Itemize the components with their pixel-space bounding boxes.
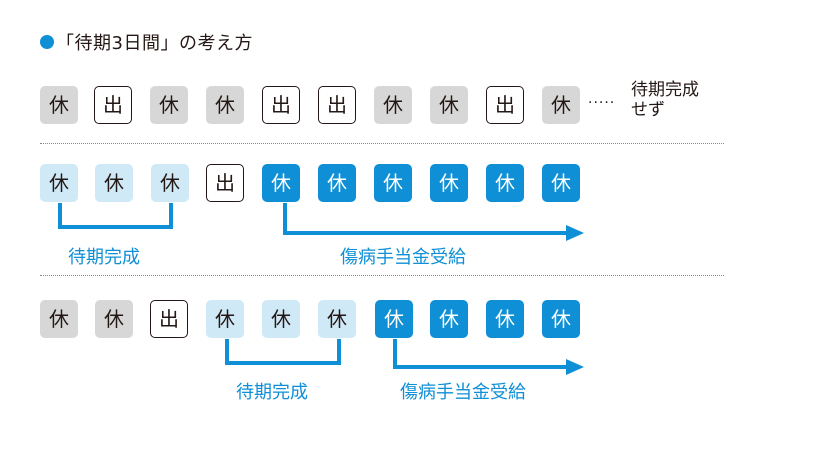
day-box-benefit: 休 <box>542 300 580 338</box>
note-line-2: せず <box>631 100 665 120</box>
day-box-work: 出 <box>94 86 132 124</box>
arrow-head-icon <box>566 359 584 375</box>
arrow-head-icon <box>566 225 584 241</box>
waiting-completed-label: 待期完成 <box>68 247 140 268</box>
day-box-work: 出 <box>486 86 524 124</box>
note-line-1: 待期完成 <box>631 80 699 100</box>
day-box-rest: 休 <box>430 86 468 124</box>
day-box-waiting: 休 <box>206 300 244 338</box>
not-completed-note: 待期完成 せず <box>631 80 699 120</box>
day-box-rest: 休 <box>206 86 244 124</box>
day-box-benefit: 休 <box>374 164 412 202</box>
benefit-arrow-line <box>393 339 568 369</box>
title-text: 「待期3日間」の考え方 <box>56 33 253 54</box>
day-box-work: 出 <box>262 86 300 124</box>
day-box-waiting: 休 <box>40 164 78 202</box>
day-box-rest: 休 <box>40 86 78 124</box>
day-box-work: 出 <box>318 86 356 124</box>
waiting-bracket <box>58 203 173 229</box>
day-box-waiting: 休 <box>318 300 356 338</box>
day-box-benefit: 休 <box>486 300 524 338</box>
day-box-benefit: 休 <box>430 300 468 338</box>
day-box-waiting: 休 <box>262 300 300 338</box>
bullet-dot-icon <box>40 35 54 49</box>
dotted-divider <box>40 275 724 276</box>
day-box-benefit: 休 <box>486 164 524 202</box>
day-box-work: 出 <box>206 164 244 202</box>
day-box-benefit: 休 <box>375 300 413 338</box>
day-box-waiting: 休 <box>151 164 189 202</box>
day-box-benefit: 休 <box>542 164 580 202</box>
day-box-benefit: 休 <box>318 164 356 202</box>
day-box-rest: 休 <box>95 300 133 338</box>
benefit-label: 傷病手当金受給 <box>400 382 526 403</box>
waiting-completed-label: 待期完成 <box>236 382 308 403</box>
benefit-label: 傷病手当金受給 <box>340 247 466 268</box>
day-box-rest: 休 <box>150 86 188 124</box>
waiting-bracket <box>225 339 341 365</box>
day-box-benefit: 休 <box>430 164 468 202</box>
day-box-work: 出 <box>150 300 188 338</box>
day-box-rest: 休 <box>40 300 78 338</box>
diagram-title: 「待期3日間」の考え方 <box>40 31 253 54</box>
dotted-divider <box>40 143 724 144</box>
continuation-dots: ····· <box>588 95 616 111</box>
day-box-rest: 休 <box>374 86 412 124</box>
day-box-rest: 休 <box>542 86 580 124</box>
benefit-arrow-line <box>283 203 568 235</box>
day-box-benefit: 休 <box>262 164 300 202</box>
day-box-waiting: 休 <box>95 164 133 202</box>
